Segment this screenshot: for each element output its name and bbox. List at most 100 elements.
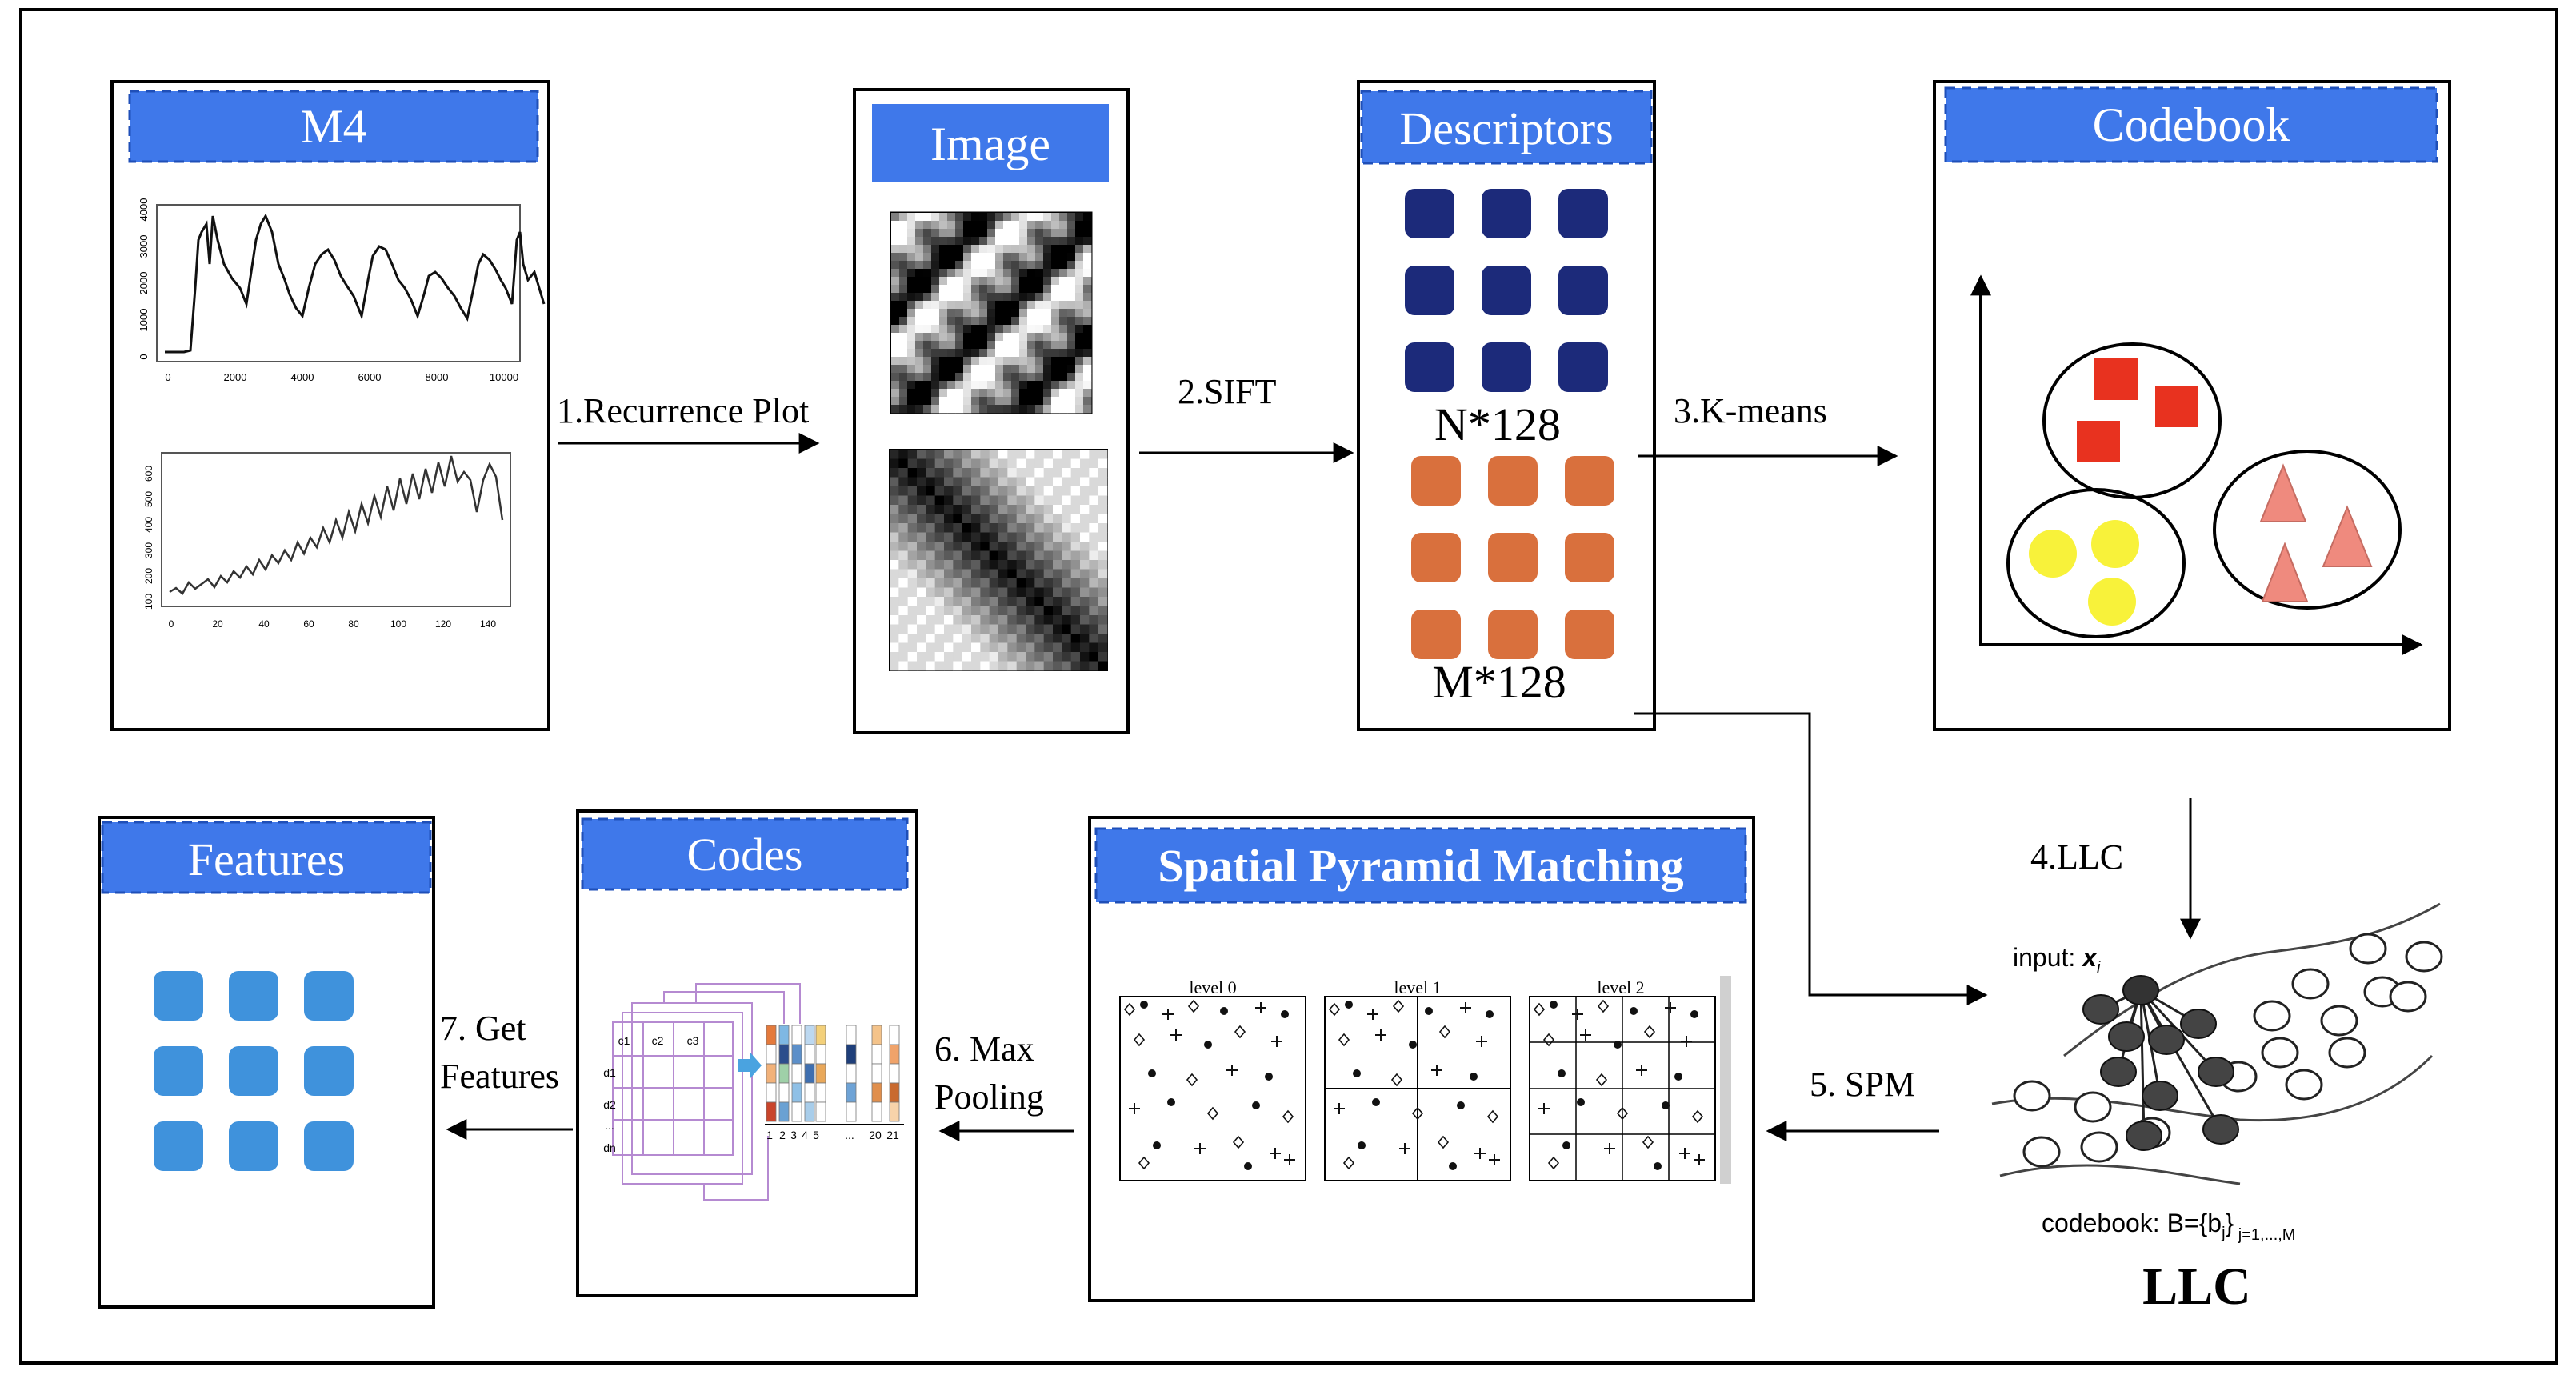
code-bar-cell (766, 1101, 777, 1122)
rp1-cell (1083, 221, 1092, 230)
rp2-cell (934, 458, 945, 469)
rp2-cell (1053, 468, 1062, 478)
m-label: M*128 (1432, 656, 1566, 708)
feature-square (229, 1121, 278, 1171)
rp1-cell (947, 221, 956, 230)
rp2-cell (1007, 532, 1018, 542)
code-bar-cell (778, 1063, 790, 1084)
rp2-cell (934, 606, 945, 616)
codes-axis-label: 4 (802, 1129, 808, 1141)
rp1-cell (1075, 301, 1084, 310)
spm-point (1595, 1073, 1608, 1087)
rp1-cell (907, 373, 916, 382)
rp2-cell (907, 587, 918, 598)
rp2-cell (1007, 523, 1018, 533)
rp2-cell (898, 523, 909, 533)
outer-frame (19, 8, 2558, 1365)
rp1-cell (955, 389, 964, 398)
code-bar-cell (815, 1044, 826, 1065)
rp1-cell (1075, 293, 1084, 302)
rp1-cell (971, 285, 980, 294)
rp1-cell (995, 373, 1004, 382)
rp1-cell (955, 261, 964, 270)
rp2-cell (1062, 468, 1072, 478)
rp2-cell (1043, 624, 1054, 634)
rp1-cell (1019, 261, 1028, 270)
rp1-cell (923, 301, 932, 310)
rp1-cell (1043, 245, 1052, 254)
rp1-cell (1019, 405, 1028, 414)
rp1-cell (899, 269, 908, 278)
rp1-cell (995, 245, 1004, 254)
rp2-cell (1062, 642, 1072, 653)
rp1-cell (1051, 365, 1060, 374)
rp2-cell (971, 606, 981, 616)
rp1-cell (1003, 317, 1012, 326)
rp2-cell (926, 532, 936, 542)
rp1-cell (923, 261, 932, 270)
rp1-cell (891, 389, 900, 398)
spm-point (1226, 1065, 1238, 1076)
rp2-cell (890, 532, 899, 542)
rp1-cell (1075, 341, 1084, 350)
rp2-cell (1007, 495, 1018, 506)
rp2-cell (917, 661, 926, 671)
rp2-cell (917, 486, 926, 496)
spm-header (1094, 827, 1747, 904)
rp1-cell (963, 301, 972, 310)
rp1-cell (1059, 405, 1068, 414)
rp2-cell (944, 569, 954, 579)
rp2-cell (1080, 569, 1090, 579)
rp1-cell (1051, 213, 1060, 222)
spm-point (1538, 1103, 1550, 1114)
rp1-cell (971, 277, 980, 286)
rp2-cell (1026, 642, 1035, 653)
code-bar-cell (791, 1082, 802, 1103)
rp1-cell (1019, 245, 1028, 254)
rp1-cell (987, 285, 996, 294)
navy-descriptor (1482, 266, 1531, 315)
spm-level-0: level 0 (1119, 977, 1306, 1181)
rp2-cell (898, 486, 909, 496)
rp2-cell (926, 624, 936, 634)
rp2-cell (1098, 606, 1108, 616)
rp1-cell (1075, 373, 1084, 382)
spm-point (1345, 1001, 1353, 1009)
rp1-cell (995, 213, 1004, 222)
feature-square (304, 971, 354, 1021)
rp2-cell (971, 560, 981, 570)
rp1-cell (1043, 373, 1052, 382)
rp1-cell (963, 373, 972, 382)
rp2-cell (890, 661, 899, 671)
rp2-cell (907, 550, 918, 561)
rp2-cell (1043, 550, 1054, 561)
rp2-cell (926, 523, 936, 533)
spm-point (1470, 1073, 1478, 1081)
rp2-cell (1016, 505, 1026, 514)
rp2-cell (953, 569, 963, 579)
rp2-cell (944, 642, 954, 653)
rp1-cell (963, 389, 972, 398)
rp1-cell (923, 277, 932, 286)
rp2-cell (944, 606, 954, 616)
code-bar-cell (889, 1025, 900, 1045)
rp2-cell (898, 505, 909, 514)
rp2-cell (944, 560, 954, 570)
rp1-cell (987, 261, 996, 270)
rp2-cell (1053, 505, 1062, 514)
rp1-cell (899, 253, 908, 262)
descriptors-header (1360, 90, 1653, 165)
rp2-cell (934, 615, 945, 625)
rp1-cell (1075, 357, 1084, 366)
spm-point (1392, 999, 1405, 1013)
rp1-cell (931, 365, 940, 374)
rp2-cell (1007, 560, 1018, 570)
rp2-cell (980, 468, 990, 478)
chart1-y-tick: 3000 (138, 235, 150, 258)
spm-point (1194, 1143, 1206, 1154)
rp1-cell (899, 325, 908, 334)
rp2-cell (1034, 523, 1045, 533)
rp2-cell (944, 477, 954, 487)
rp1-cell (979, 325, 988, 334)
rp1-cell (923, 285, 932, 294)
